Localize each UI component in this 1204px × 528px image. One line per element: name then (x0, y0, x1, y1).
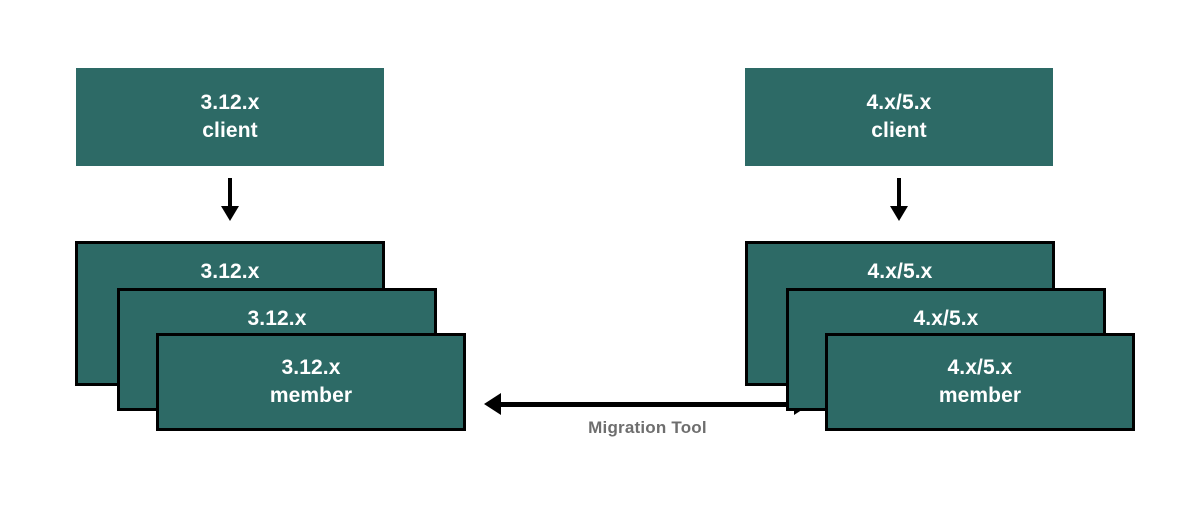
right-member-front-version: 4.x/5.x (947, 356, 1013, 380)
migration-arrow-left-right-icon (484, 393, 811, 415)
right-arrow-down-icon (885, 178, 913, 221)
right-member-middle-version: 4.x/5.x (913, 307, 979, 330)
migration-arrow-head-left (484, 393, 501, 415)
right-client-role: client (871, 119, 927, 142)
right-member-back-version: 4.x/5.x (867, 260, 933, 283)
right-client-version: 4.x/5.x (866, 91, 932, 115)
left-client-version: 3.12.x (200, 91, 260, 115)
left-arrow-head (221, 206, 239, 221)
left-arrow-shaft (228, 178, 232, 208)
left-member-back-version: 3.12.x (200, 260, 260, 283)
left-member-front-role: member (269, 384, 353, 407)
left-client-node: 3.12.x client (76, 68, 384, 166)
left-arrow-down-icon (216, 178, 244, 221)
migration-arrow-shaft (495, 401, 800, 407)
right-member-front-role: member (938, 384, 1022, 407)
left-client-role: client (202, 119, 258, 142)
left-member-node-front: 3.12.x member (156, 333, 466, 431)
right-arrow-shaft (897, 178, 901, 208)
migration-tool-label: Migration Tool (588, 418, 707, 437)
right-member-node-front: 4.x/5.x member (825, 333, 1135, 431)
right-arrow-head (890, 206, 908, 221)
left-member-front-version: 3.12.x (281, 356, 341, 380)
right-client-node: 4.x/5.x client (745, 68, 1053, 166)
left-member-middle-version: 3.12.x (247, 307, 307, 330)
